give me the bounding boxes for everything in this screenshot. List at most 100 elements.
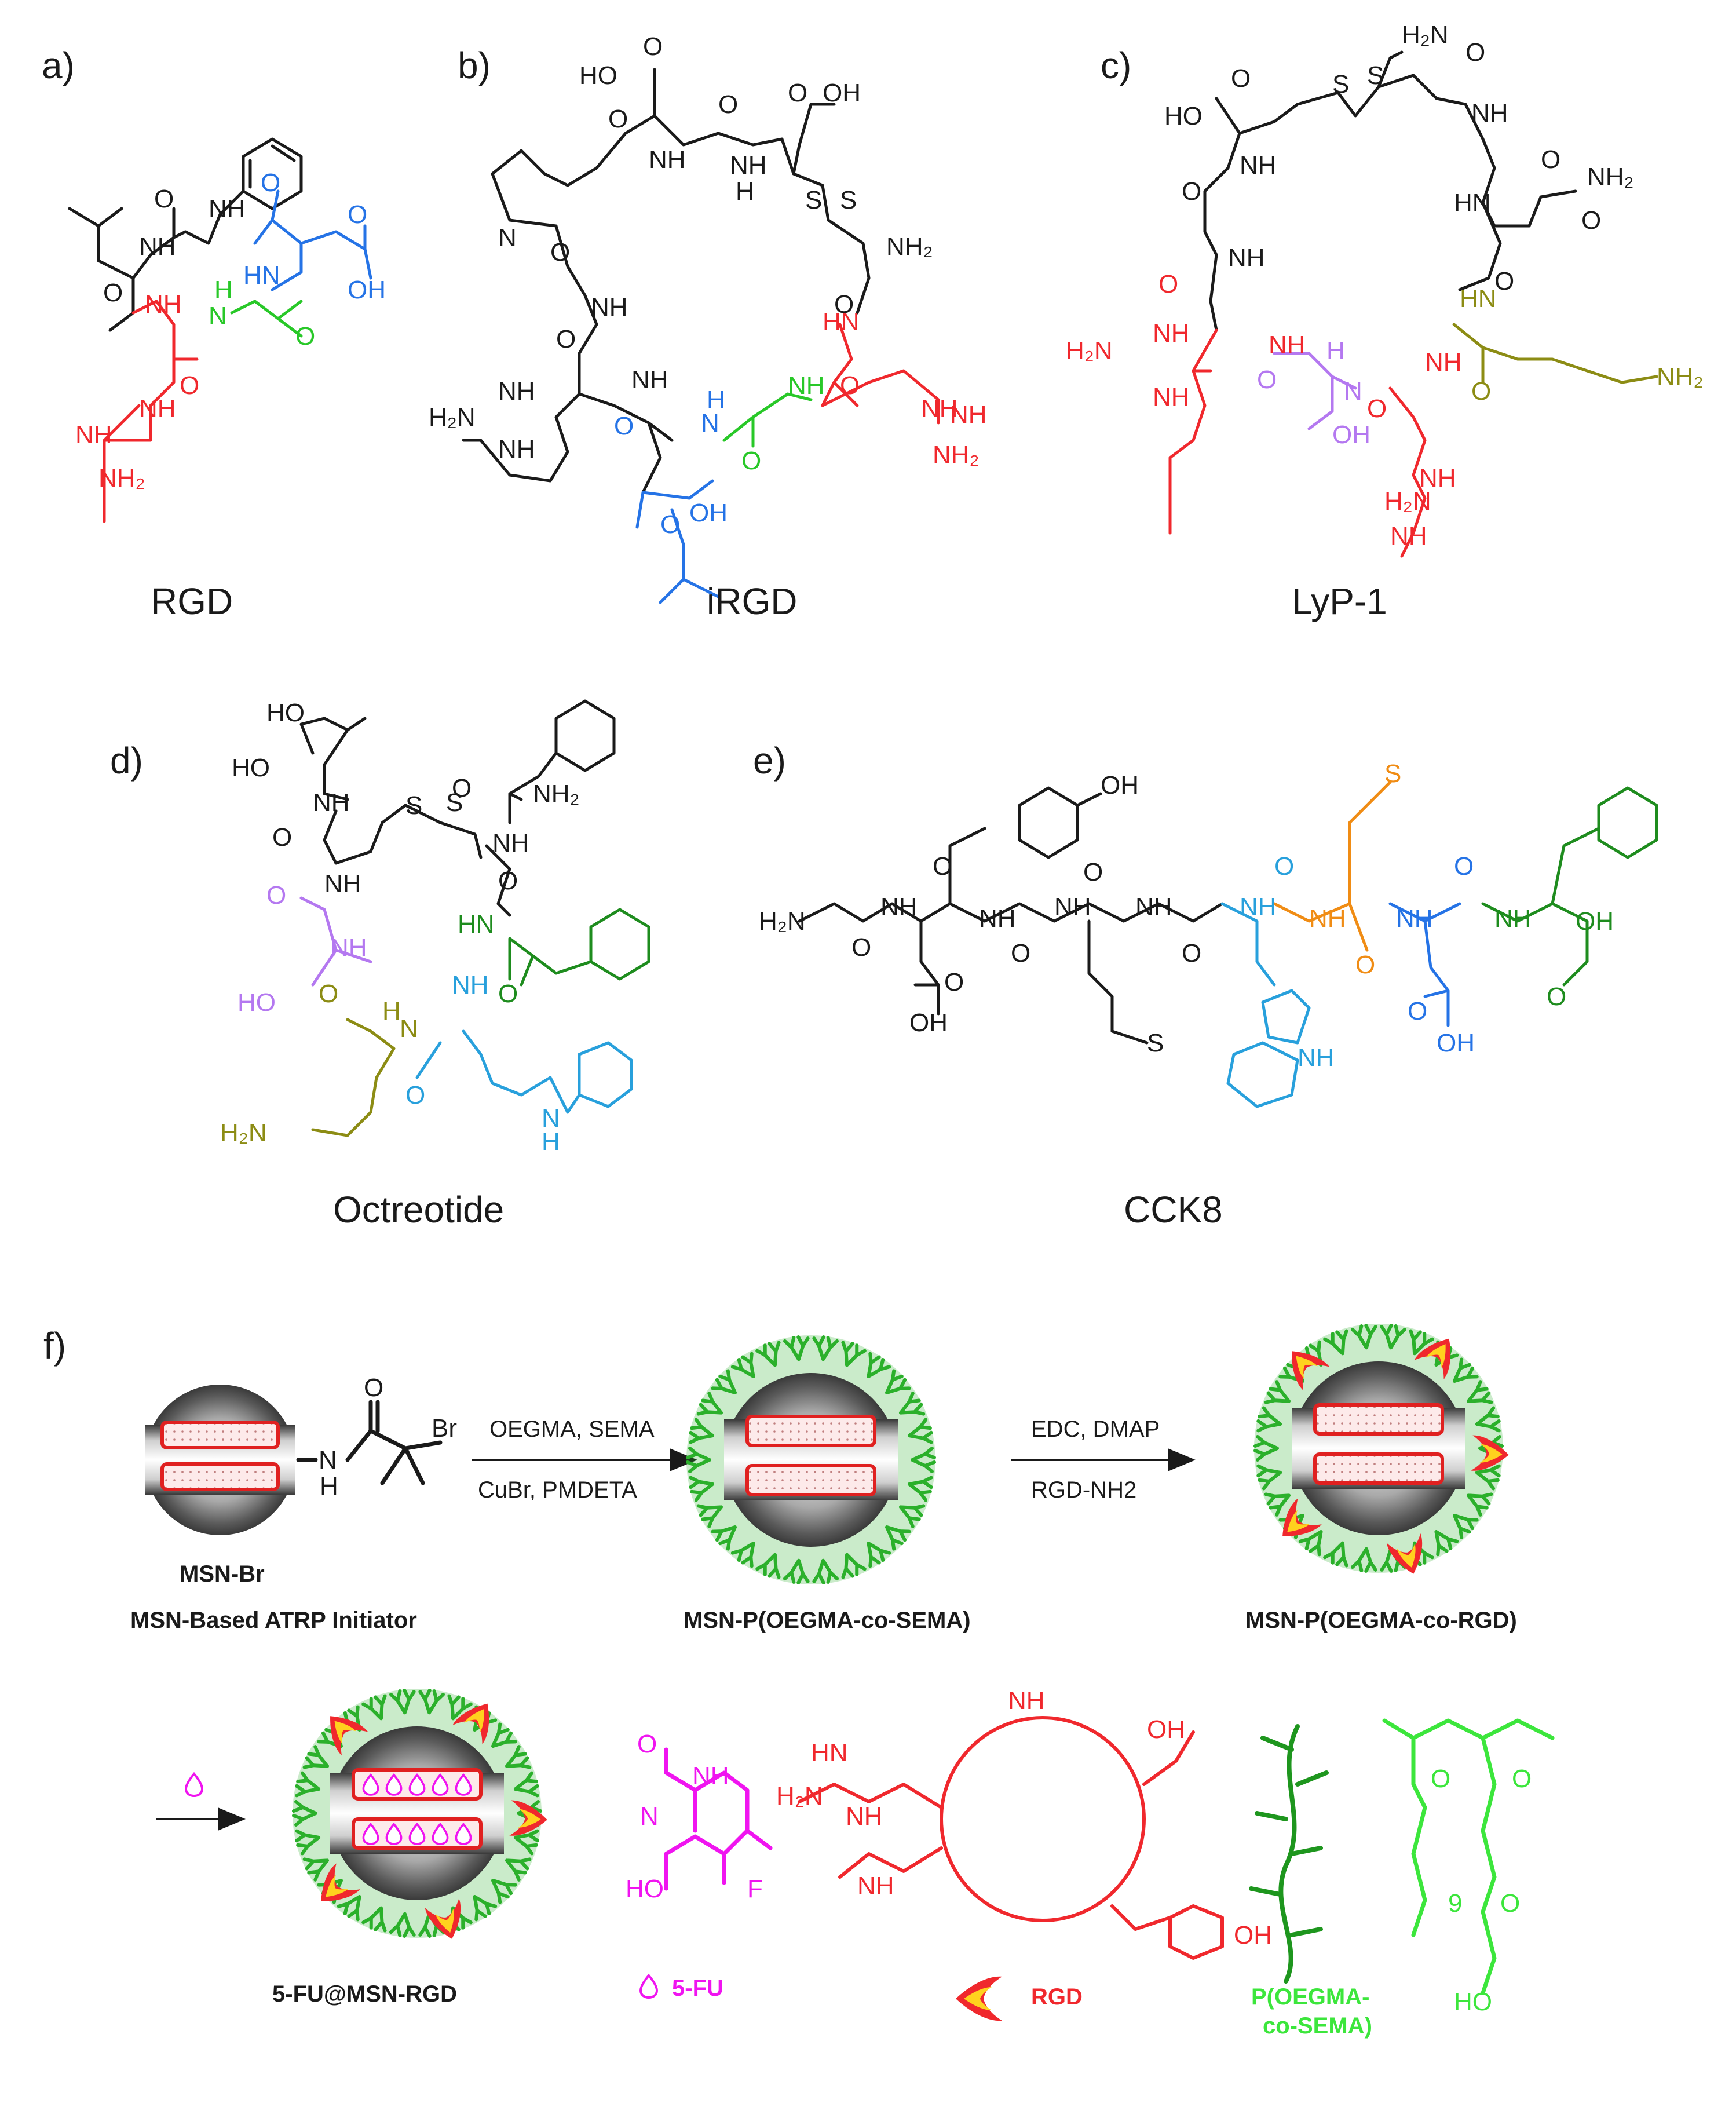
svg-text:H: H (214, 276, 233, 304)
svg-text:NH: NH (1008, 1686, 1045, 1715)
svg-text:NH: NH (75, 421, 112, 449)
svg-text:O: O (405, 1081, 425, 1109)
svg-text:OH: OH (689, 499, 728, 527)
svg-text:NH: NH (1390, 522, 1427, 550)
svg-text:O: O (1500, 1889, 1520, 1918)
polymer-legend-line2: co-SEMA) (1263, 2013, 1372, 2039)
svg-text:H₂N: H₂N (776, 1782, 823, 1810)
svg-text:HO: HO (626, 1875, 664, 1903)
svg-text:NH: NH (492, 829, 529, 857)
msn-initiator-caption: MSN-Based ATRP Initiator (130, 1608, 417, 1633)
panel-e-letter: e) (753, 740, 786, 782)
svg-text:HN: HN (243, 261, 280, 290)
svg-text:NH: NH (1269, 331, 1306, 359)
svg-text:H₂N: H₂N (429, 403, 476, 432)
svg-text:NH: NH (950, 400, 987, 429)
fu-atoms: O NH N HO F (626, 1730, 763, 1903)
svg-text:NH: NH (1471, 99, 1508, 127)
rgd-legend-atoms: HN H₂N NH NH OH OH NH (776, 1686, 1272, 1949)
svg-text:NH: NH (498, 435, 535, 463)
svg-text:H₂N: H₂N (220, 1119, 267, 1147)
svg-text:O: O (180, 371, 199, 400)
svg-text:H: H (542, 1127, 560, 1156)
svg-text:O: O (1367, 395, 1387, 423)
svg-text:OH: OH (909, 1009, 948, 1037)
step2-reagents-top: EDC, DMAP (1031, 1416, 1160, 1442)
svg-text:NH₂: NH₂ (933, 441, 980, 469)
svg-text:S: S (840, 186, 857, 214)
atrp-initiator-group (296, 1400, 443, 1485)
svg-text:NH: NH (1425, 348, 1462, 377)
svg-text:O: O (1182, 939, 1201, 967)
svg-text:S: S (1332, 70, 1349, 98)
svg-text:NH: NH (145, 290, 182, 319)
fu-structure (664, 1747, 773, 1891)
svg-text:OH: OH (1101, 771, 1139, 799)
svg-text:O: O (1408, 997, 1427, 1025)
svg-text:O: O (660, 510, 680, 539)
svg-text:NH: NH (1153, 319, 1190, 348)
svg-text:O: O (718, 90, 738, 119)
svg-text:NH: NH (1228, 244, 1265, 272)
svg-text:O: O (498, 867, 518, 895)
svg-text:NH: NH (788, 371, 825, 400)
irgd-structure (462, 68, 940, 604)
svg-text:NH: NH (1240, 151, 1277, 180)
svg-text:HO: HO (237, 988, 276, 1017)
svg-text:NH: NH (880, 893, 918, 921)
svg-text:N: N (209, 302, 227, 330)
br-label: Br (432, 1414, 457, 1443)
svg-text:S: S (805, 186, 822, 214)
octreotide-atoms: HO HO NH O S S NH₂ O NH NH O HN O NH O N… (220, 699, 580, 1156)
svg-text:O: O (319, 980, 338, 1008)
fu-legend-icon (639, 1974, 658, 1999)
polymer-atoms: O O 9 O HO (1431, 1765, 1532, 2016)
product2-caption: MSN-P(OEGMA-co-RGD) (1245, 1608, 1517, 1633)
svg-text:S: S (1367, 61, 1384, 90)
svg-text:OH: OH (1234, 1921, 1272, 1949)
svg-text:N: N (400, 1014, 418, 1043)
svg-text:OH: OH (1332, 421, 1370, 449)
rgd-atoms: O NH NH O O O OH HN H N O NH O NH NH NH₂ (75, 169, 386, 492)
svg-text:O: O (1011, 939, 1030, 967)
lyp1-structure (1168, 50, 1658, 558)
svg-text:NH₂: NH₂ (886, 232, 933, 261)
svg-text:HO: HO (1164, 102, 1203, 130)
step1-reagents-top: OEGMA, SEMA (489, 1416, 655, 1442)
step1-reagents-bottom: CuBr, PMDETA (478, 1477, 637, 1503)
panel-b-letter: b) (458, 45, 491, 86)
svg-text:H₂N: H₂N (1384, 487, 1431, 516)
svg-text:N: N (640, 1802, 659, 1831)
svg-text:NH: NH (1054, 893, 1091, 921)
rgd-legend-label: RGD (1031, 1984, 1083, 2010)
svg-text:O: O (272, 823, 292, 852)
svg-text:O: O (348, 200, 367, 229)
svg-text:NH: NH (1153, 383, 1190, 411)
svg-text:HO: HO (579, 61, 617, 90)
svg-text:HN: HN (811, 1739, 848, 1767)
svg-text:OH: OH (823, 79, 861, 107)
svg-text:O: O (741, 447, 761, 475)
svg-text:HN: HN (458, 910, 495, 939)
svg-text:HO: HO (1454, 1988, 1492, 2016)
svg-text:NH: NH (139, 232, 176, 261)
svg-text:H₂N: H₂N (1066, 337, 1113, 365)
svg-text:N: N (1344, 377, 1362, 406)
lyp1-name: LyP-1 (1292, 580, 1387, 622)
svg-text:O: O (1431, 1765, 1450, 1793)
svg-text:S: S (1384, 759, 1401, 788)
irgd-atoms: HO O O O O OH NH NH H S S NH₂ O N O NH O… (429, 32, 987, 539)
svg-text:NH: NH (921, 395, 958, 423)
fu-legend-label: 5-FU (672, 1975, 723, 2001)
svg-text:NH: NH (1494, 904, 1532, 933)
svg-text:NH: NH (313, 788, 350, 817)
svg-text:O: O (103, 279, 123, 307)
irgd-name: iRGD (707, 580, 797, 622)
final-caption: 5-FU@MSN-RGD (272, 1981, 457, 2007)
svg-text:NH: NH (1298, 1043, 1335, 1072)
svg-text:NH: NH (857, 1872, 894, 1900)
octreotide-name: Octreotide (333, 1189, 504, 1230)
svg-text:O: O (266, 881, 286, 910)
svg-text:NH: NH (324, 870, 361, 898)
svg-text:O: O (550, 238, 570, 266)
